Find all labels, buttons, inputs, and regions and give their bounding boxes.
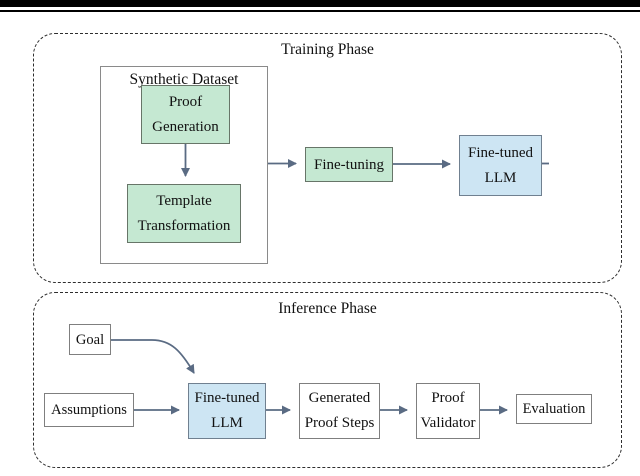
proof-generation-label-line1: Proof	[168, 93, 203, 110]
proof-validator-node: Proof Validator	[416, 383, 480, 439]
generated-proof-steps-node: Generated Proof Steps	[299, 383, 380, 439]
generated-proof-steps-label-line1: Generated	[308, 390, 371, 406]
generated-proof-steps-label-line2: Proof Steps	[304, 415, 375, 431]
assumptions-label: Assumptions	[51, 402, 127, 418]
template-transformation-label-line1: Template	[156, 192, 212, 209]
page-top-rule	[0, 10, 640, 12]
proof-generation-label-line2: Generation	[152, 118, 219, 135]
synthetic-dataset-label: Synthetic Dataset	[129, 71, 239, 88]
training-phase-title: Training Phase	[281, 41, 374, 58]
page-top-bar	[0, 0, 640, 7]
fine-tuned-llm-node-training: Fine-tuned LLM	[459, 135, 542, 196]
evaluation-label: Evaluation	[522, 401, 586, 417]
fine-tuned-llm-inference-label-line2: LLM	[211, 415, 243, 431]
goal-label: Goal	[75, 331, 105, 348]
proof-validator-label-line2: Validator	[420, 415, 476, 431]
template-transformation-node: Template Transformation	[127, 184, 241, 243]
goal-node: Goal	[69, 324, 111, 355]
inference-phase-title: Inference Phase	[278, 300, 377, 317]
fine-tuning-node: Fine-tuning	[305, 147, 393, 182]
evaluation-node: Evaluation	[516, 394, 592, 424]
assumptions-node: Assumptions	[44, 393, 134, 427]
proof-generation-node: Proof Generation	[141, 85, 230, 144]
proof-validator-label-line1: Proof	[431, 390, 465, 406]
fine-tuned-llm-inference-label-line1: Fine-tuned	[194, 390, 260, 406]
fine-tuned-llm-node-inference: Fine-tuned LLM	[188, 383, 266, 439]
inference-phase-container: Inference Phase	[33, 292, 622, 468]
fine-tuned-llm-training-label-line2: LLM	[484, 169, 517, 186]
fine-tuning-label: Fine-tuning	[314, 156, 384, 173]
training-phase-container: Training Phase	[33, 33, 622, 283]
template-transformation-label-line2: Transformation	[137, 217, 231, 234]
fine-tuned-llm-training-label-line1: Fine-tuned	[468, 144, 533, 161]
